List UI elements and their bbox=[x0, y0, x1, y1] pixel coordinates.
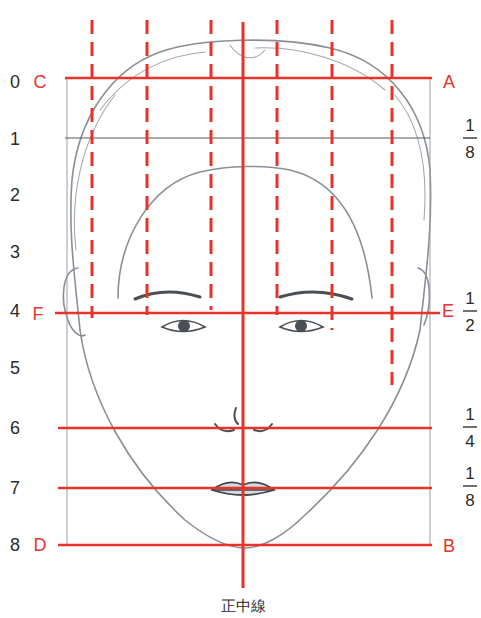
dashed-guide bbox=[146, 20, 149, 315]
eye bbox=[162, 321, 205, 332]
fraction-bar bbox=[463, 485, 477, 486]
point-letter: A bbox=[443, 73, 455, 91]
pupil bbox=[178, 320, 190, 332]
red-guide bbox=[55, 312, 440, 315]
pupil bbox=[295, 320, 307, 332]
guide-line bbox=[65, 137, 430, 138]
row-number: 2 bbox=[10, 186, 20, 204]
pencil-sketch bbox=[63, 40, 430, 548]
fraction-bar bbox=[463, 310, 477, 311]
guide-lines bbox=[55, 20, 477, 588]
fraction-bar bbox=[463, 426, 477, 427]
fraction-denominator: 8 bbox=[465, 144, 474, 161]
dashed-guide bbox=[331, 20, 334, 330]
dashed-guide bbox=[276, 20, 279, 315]
jaw-outline bbox=[80, 330, 420, 548]
row-number: 4 bbox=[10, 302, 20, 320]
eyebrow bbox=[135, 292, 200, 299]
hair-strokes bbox=[230, 45, 265, 58]
fraction-bar bbox=[463, 137, 477, 138]
red-guide bbox=[58, 544, 432, 547]
dashed-guide bbox=[391, 20, 394, 385]
fraction-denominator: 4 bbox=[465, 433, 474, 450]
point-letter: D bbox=[34, 536, 47, 554]
dashed-guide bbox=[91, 20, 94, 318]
ear bbox=[418, 268, 429, 325]
point-letter: E bbox=[442, 302, 454, 320]
fraction-numerator: 1 bbox=[465, 406, 474, 423]
fraction-numerator: 1 bbox=[465, 290, 474, 307]
row-number: 3 bbox=[10, 243, 20, 261]
row-number: 1 bbox=[10, 130, 20, 148]
head-outline bbox=[71, 40, 431, 330]
point-letter: B bbox=[443, 537, 455, 555]
red-guide bbox=[58, 487, 432, 490]
fraction-numerator: 1 bbox=[465, 117, 474, 134]
hairline bbox=[118, 166, 372, 298]
dashed-guide bbox=[210, 20, 213, 310]
row-number: 5 bbox=[10, 359, 20, 377]
red-guide bbox=[58, 427, 432, 430]
guide-line bbox=[67, 78, 68, 545]
row-number: 0 bbox=[10, 73, 20, 91]
fraction-denominator: 8 bbox=[465, 492, 474, 509]
row-number: 8 bbox=[10, 536, 20, 554]
eye bbox=[280, 321, 323, 332]
center-line bbox=[242, 22, 245, 588]
eyebrow bbox=[280, 292, 352, 299]
row-number: 6 bbox=[10, 419, 20, 437]
row-number: 7 bbox=[10, 479, 20, 497]
red-guide bbox=[65, 77, 432, 80]
point-letter: C bbox=[34, 73, 47, 91]
point-letter: F bbox=[33, 305, 44, 323]
guide-line bbox=[430, 78, 431, 545]
fraction-numerator: 1 bbox=[465, 465, 474, 482]
centerline-label: 正中線 bbox=[221, 598, 266, 613]
fraction-denominator: 2 bbox=[465, 317, 474, 334]
